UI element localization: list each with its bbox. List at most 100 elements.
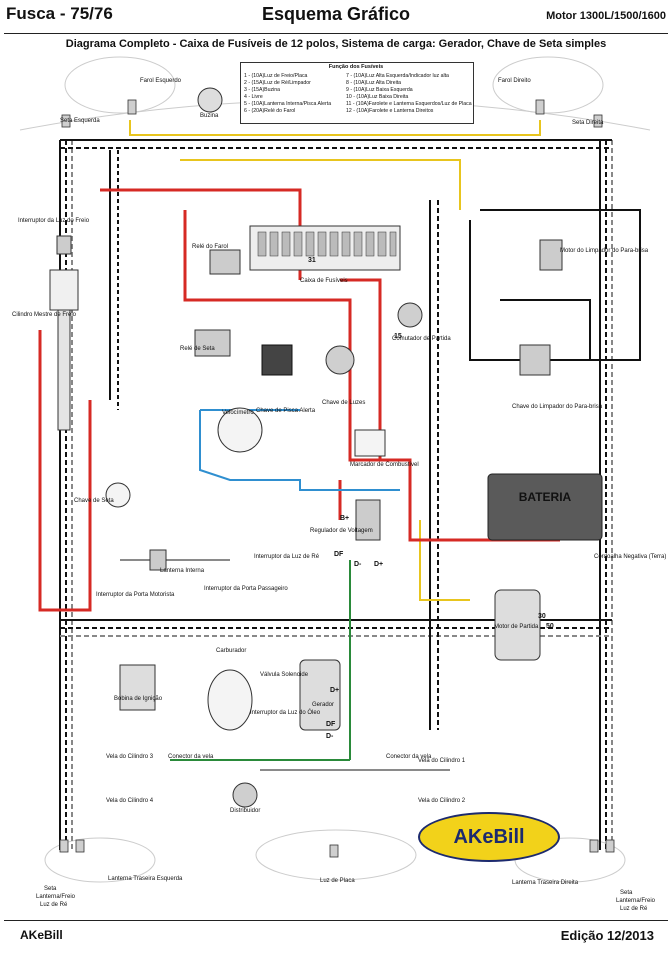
lbl-t30: 30 [538,613,546,620]
fuse-right-9: 9 - (10A)Luz Baixa Esquerda [346,87,413,93]
lbl-d-plus-2: D+ [330,687,339,694]
lbl-cordoalha: Cordoalha Negativa (Terra) [594,554,666,560]
generator [299,659,341,731]
starter-motor [494,589,541,661]
fuse-left-6: 6 - (20A)Relé do Farol [244,108,296,114]
lbl-comutador-partida: Comutador de Partida [392,336,451,342]
lbl-chave-seta: Chave de Seta [74,498,114,504]
title-center: Esquema Gráfico [261,4,411,24]
lbl-motor-partida: Motor de Partida [494,624,539,630]
lbl-vela2: Vela do Cilindro 2 [418,798,466,804]
lbl-porta-motorista: Interruptor da Porta Motorista [96,592,175,598]
lbl-valvula: Válvula Solenoide [260,672,309,678]
lbl-d-minus-2: D- [326,733,334,740]
lbl-t31: 31 [308,257,316,264]
fuel-gauge [354,429,386,457]
lbl-interruptor-freio: Interruptor da Luz do Freio [18,218,90,224]
lbl-chave-limpador: Chave do Limpador do Para-brisa [512,404,603,410]
turn-switch [105,482,131,508]
lbl-farol-direito: Farol Direito [498,78,531,84]
distributor [232,782,258,808]
lbl-distribuidor: Distribuidor [230,808,260,814]
lbl-marcador-combustivel: Marcador de Combustível [350,462,419,468]
fuse-right-12: 12 - (10A)Farolete e Lanterna Direitos [346,108,434,114]
fuse-table-title: Função dos Fusíveis [328,64,384,70]
carburetor [207,669,253,731]
lbl-buzina: Buzina [200,113,219,119]
voltage-regulator [355,499,381,541]
lbl-chave-pisca: Chave de Pisca Alerta [256,408,316,414]
lbl-porta-passageiro: Interruptor da Porta Passageiro [204,586,288,592]
lbl-vela4: Vela do Cilindro 4 [106,798,154,804]
fuse-right-11: 11 - (10A)Farolete e Lanterna Esquerdos/… [346,101,472,107]
interior-lamp [149,549,167,571]
lbl-vela3: Vela do Cilindro 3 [106,754,154,760]
fuse-right-10: 10 - (10A)Luz Baixa Direita [346,94,409,100]
fuse-right-7: 7 - (10A)Luz Alta Esquerda/Indicador luz… [346,73,449,79]
brake-switch [56,235,72,255]
lbl-lanterna-freio-l: Lanterna/Freio [36,894,76,900]
lbl-bobina: Bobina de Ignição [114,696,163,702]
fuse-left-2: 2 - (15A)Luz de Ré/Limpador [244,80,311,86]
title-right: Motor 1300L/1500/1600 [546,10,666,22]
relay-farol [209,249,241,275]
ignition-coil [119,664,156,711]
lbl-seta-l: Seta [44,886,57,892]
footer-left: AKeBill [20,928,63,942]
relay-seta [194,329,231,357]
lbl-df-2: DF [326,721,336,728]
fuse-left-1: 1 - (10A)Luz de Freio/Placa [244,73,308,79]
title-left: Fusca - 75/76 [6,4,113,23]
wiper-motor [539,239,563,271]
lbl-seta-direita: Seta Direita [572,120,604,126]
lbl-seta-esquerda: Seta Esquerda [60,118,100,124]
horn [197,87,223,113]
speedometer [217,407,263,453]
lbl-chave-luzes: Chave de Luzes [322,400,365,406]
lbl-lanterna-esq: Lanterna Traseira Esquerda [108,876,183,882]
akebill-logo: AKeBill [418,812,560,862]
components [49,87,603,808]
lbl-rele-seta: Relé de Seta [180,346,215,352]
lbl-regulador: Regulador de Voltagem [310,528,373,534]
lbl-velocimetro: Velocímetro [222,410,254,416]
lbl-d-plus-1: D+ [374,561,383,568]
fuse-right-8: 8 - (10A)Luz Alta Direita [346,80,402,86]
harness-gray [120,559,450,771]
header-rule [4,33,668,34]
subtitle: Diagrama Completo - Caixa de Fusíveis de… [65,38,607,50]
footer-right: Edição 12/2013 [560,928,654,943]
lbl-lanterna-interna: Lanterna Interna [160,568,205,574]
lbl-caixa-fusiveis: Caixa de Fusíveis [300,278,348,284]
fuse-left-4: 4 - Livre [244,94,263,100]
lbl-cilindro-mestre: Cilindro Mestre de Freio [12,312,77,318]
lbl-interruptor-oleo: Interruptor da Luz do Óleo [250,709,321,716]
lbl-vela1: Vela do Cilindro 1 [418,758,466,764]
lbl-luz-re-l: Luz de Ré [40,902,68,908]
lbl-t50: 50 [546,623,554,630]
fuse-function-table [240,62,474,124]
lbl-t15: 15 [394,333,402,340]
lbl-motor-limpador: Motor do Limpador do Para-brisa [560,248,649,254]
harness-green [170,560,351,761]
lbl-lanterna-freio-r: Lanterna/Freio [616,898,656,904]
master-cylinder [49,269,79,311]
hazard-switch [261,344,293,376]
lbl-carburador: Carburador [216,648,246,654]
ignition-switch [397,302,423,328]
fuse-left-5: 5 - (10A)Lanterna Interna/Pisca Alerta [244,101,332,107]
lbl-luz-placa: Luz de Placa [320,878,355,884]
header: Fusca - 75/76 Esquema Gráfico Motor 1300… [0,0,672,52]
lbl-b-plus: B+ [340,515,349,522]
lbl-conector-vela-2: Conector da vela [386,754,432,760]
fuse-left-3: 3 - (15A)Buzina [244,87,281,93]
footer-rule [4,920,668,921]
lbl-df-1: DF [334,551,344,558]
wiper-circuit [469,209,641,361]
battery [487,473,603,541]
harness-yellow [129,120,541,601]
lamp-sockets [59,99,615,858]
lbl-gerador: Gerador [312,702,334,708]
lbl-conector-vela-1: Conector da vela [168,754,214,760]
